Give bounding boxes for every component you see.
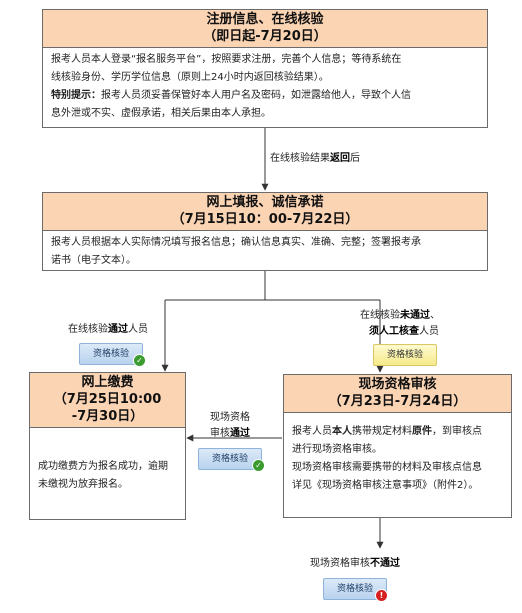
step1-date: （即日起-7月20日） [203,29,327,44]
step1-box: 注册信息、在线核验 （即日起-7月20日） 报考人员本人登录“报名服务平台”，按… [42,9,488,128]
step2-header: 网上填报、诚信承诺 （7月15日10：00-7月22日） [43,193,487,231]
step3-line2: 未缴视为放弃报名。 [38,479,128,490]
step4-line2: 进行现场资格审核。 [292,444,382,455]
step3-body: 成功缴费方为报名成功，逾期 未缴视为放弃报名。 [30,428,185,497]
step4-body: 报考人员本人携带规定材料原件，到审核点 进行现场资格审核。 现场资格审核需要携带… [284,413,511,498]
step3-header: 网上缴费 （7月25日10:00 -7月30日） [30,373,185,428]
step2-box: 网上填报、诚信承诺 （7月15日10：00-7月22日） 报考人员根据本人实际情… [42,192,488,271]
step1-line4: 息外泄或不实、虚假承诺，相关后果由本人承担。 [51,108,271,119]
step4-line3: 现场资格审核需要携带的材料及审核点信息 [292,462,482,473]
step2-title: 网上填报、诚信承诺 [206,195,324,210]
onsite-pass-label: 现场资格 审核通过 [210,412,250,439]
branch-right-label: 在线核验未通过、 须人工核查人员 [360,310,440,337]
step4-date: （7月23日-7月24日） [328,394,467,409]
step3-title: 网上缴费 [81,375,134,390]
badge-fail-bottom: 资格核验 [323,578,387,600]
check-icon: ✓ [133,354,146,367]
special-notice-label: 特别提示： [51,90,101,101]
branch-left-label: 在线核验通过人员 [68,324,148,335]
arrow1-label: 在线核验结果返回后 [270,153,360,164]
step1-line3: 特别提示：报考人员须妥善保管好本人用户名及密码，如泄露给他人，导致个人信 [51,90,411,101]
step4-header: 现场资格审核 （7月23日-7月24日） [284,375,511,413]
step3-line1: 成功缴费方为报名成功，逾期 [38,461,168,472]
step1-body: 报考人员本人登录“报名服务平台”，按照要求注册，完善个人信息；等待系统在 线核验… [43,48,487,126]
step2-line2: 诺书（电子文本）。 [51,255,136,266]
step1-line2: 线核验身份、学历学位信息（原则上24小时内返回核验结果）。 [51,72,329,83]
step1-title: 注册信息、在线核验 [206,12,324,27]
onsite-fail-label: 现场资格审核不通过 [310,558,400,569]
step3-date1: （7月25日10:00 [53,392,162,407]
step4-title: 现场资格审核 [358,377,437,392]
step2-body: 报考人员根据本人实际情况填写报名信息；确认信息真实、准确、完整；签署报考承 诺书… [43,231,487,273]
step2-line1: 报考人员根据本人实际情况填写报名信息；确认信息真实、准确、完整；签署报考承 [51,237,421,248]
check-icon: ✓ [252,459,265,472]
step1-header: 注册信息、在线核验 （即日起-7月20日） [43,10,487,48]
step4-line4: 详见《现场资格审核注意事项》（附件2）。 [292,480,479,491]
badge-pass-left: 资格核验 [79,343,143,365]
step4-line1: 报考人员本人携带规定材料原件，到审核点 [292,426,482,437]
exclamation-icon: ! [375,589,388,602]
step2-date: （7月15日10：00-7月22日） [171,212,359,227]
step3-box: 网上缴费 （7月25日10:00 -7月30日） 成功缴费方为报名成功，逾期 未… [29,372,186,520]
step1-line1: 报考人员本人登录“报名服务平台”，按照要求注册，完善个人信息；等待系统在 [51,54,402,65]
step4-box: 现场资格审核 （7月23日-7月24日） 报考人员本人携带规定材料原件，到审核点… [283,374,512,518]
step3-date2: -7月30日） [71,409,144,424]
badge-manual-check: 资格核验 [373,344,437,366]
